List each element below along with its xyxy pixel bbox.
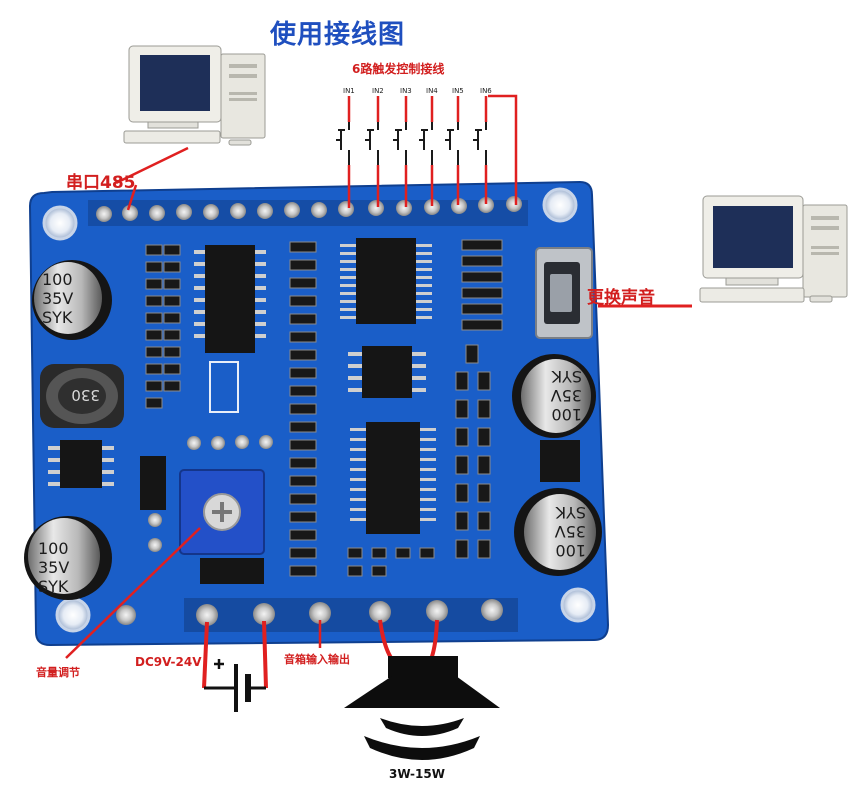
trigger-pin-label: IN1 bbox=[343, 87, 355, 95]
computer-icon-change-sound bbox=[699, 195, 848, 303]
serial-wire bbox=[115, 146, 189, 211]
serial-label: 串口485 bbox=[66, 173, 136, 193]
power-label: DC9V-24V bbox=[135, 655, 202, 669]
power-wires bbox=[202, 620, 268, 689]
trigger-pin-label: IN3 bbox=[400, 87, 412, 95]
change-sound-label: 更换声音 bbox=[587, 288, 655, 308]
volume-pointer bbox=[65, 527, 201, 659]
cap-mark-voltage: 35V bbox=[555, 522, 586, 541]
trigger-pin-label: IN6 bbox=[480, 87, 492, 95]
cap-mark-value: 100 bbox=[555, 541, 586, 560]
cap-mark-brand: SYK bbox=[555, 503, 586, 522]
cap-mark-voltage: 35V bbox=[551, 386, 582, 405]
inductor: 330 bbox=[40, 364, 124, 428]
top-header-pads bbox=[96, 196, 522, 222]
trigger-pin-label: IN2 bbox=[372, 87, 384, 95]
volume-potentiometer bbox=[179, 469, 265, 555]
capacitor-bottom-left: 100 35V SYK bbox=[24, 516, 112, 600]
capacitor-top-left: 100 35V SYK bbox=[32, 260, 112, 340]
trigger-pin-label: IN5 bbox=[452, 87, 464, 95]
inductor-mark: 330 bbox=[71, 386, 100, 404]
cap-mark-value: 100 bbox=[38, 539, 69, 558]
speaker-io-label: 音箱输入输出 bbox=[284, 653, 350, 666]
cap-mark-value: 100 bbox=[42, 270, 73, 289]
usb-port bbox=[535, 247, 593, 339]
speaker-icon bbox=[344, 656, 500, 760]
cap-mark-brand: SYK bbox=[38, 577, 69, 596]
computer-icon-serial bbox=[123, 45, 266, 146]
ic-chip-3 bbox=[348, 346, 426, 398]
power-rating-label: 3W-15W bbox=[389, 767, 445, 781]
bottom-terminal-pads bbox=[116, 599, 503, 626]
trigger-switch-wiring bbox=[347, 94, 518, 208]
diagram-title: 使用接线图 bbox=[270, 20, 406, 50]
cap-mark-voltage: 35V bbox=[38, 558, 69, 577]
capacitor-right-bottom: 100 35V SYK bbox=[514, 488, 602, 576]
trigger-wiring-label: 6路触发控制接线 bbox=[352, 62, 445, 76]
ic-chip-2 bbox=[340, 238, 432, 324]
ic-chip-4 bbox=[350, 422, 436, 534]
trigger-pin-label: IN4 bbox=[426, 87, 438, 95]
cap-mark-brand: SYK bbox=[42, 308, 73, 327]
push-buttons bbox=[336, 122, 487, 165]
capacitor-right-top: 100 35V SYK bbox=[512, 354, 596, 438]
trigger-pin-labels: IN1 IN2 IN3 IN4 IN5 IN6 bbox=[343, 87, 492, 95]
cap-mark-value: 100 bbox=[551, 405, 582, 424]
battery-icon bbox=[204, 659, 266, 712]
cap-mark-voltage: 35V bbox=[42, 289, 73, 308]
volume-label: 音量调节 bbox=[36, 666, 80, 679]
pcb-board: 100 35V SYK 100 35V SYK 100 35V SYK 100 bbox=[24, 180, 610, 647]
ic-chip-1 bbox=[194, 245, 266, 353]
cap-mark-brand: SYK bbox=[551, 367, 582, 386]
